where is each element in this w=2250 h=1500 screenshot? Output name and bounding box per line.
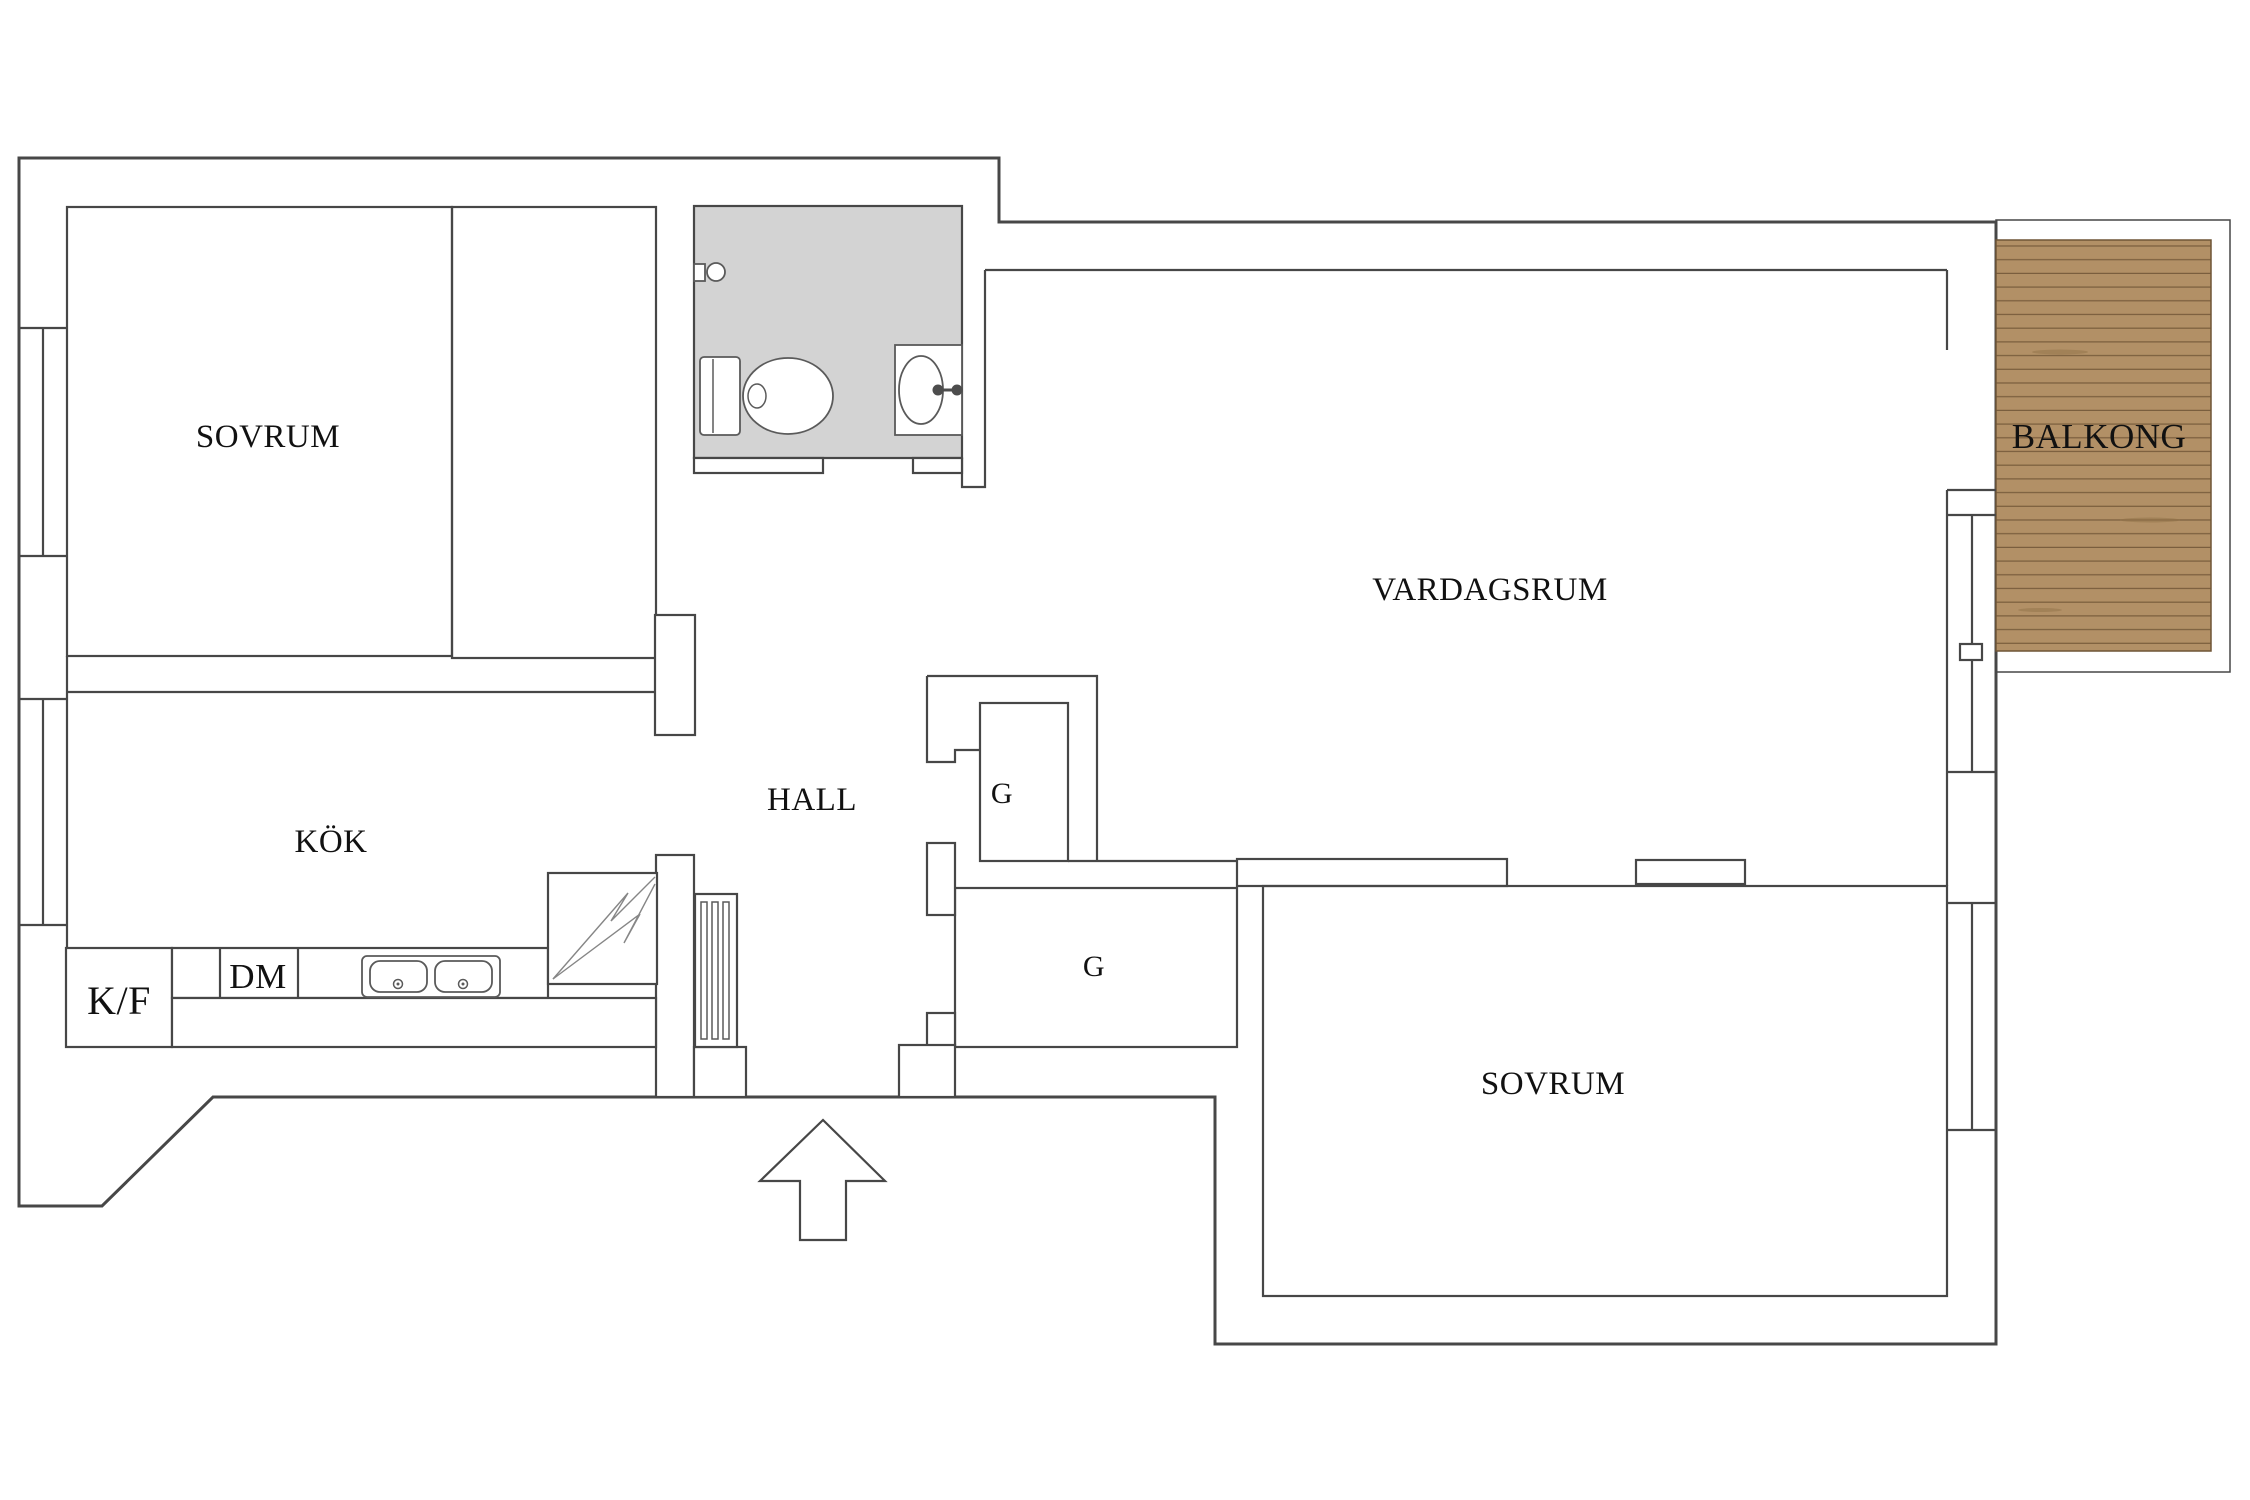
bathroom xyxy=(692,204,964,475)
toilet-bowl xyxy=(742,357,834,435)
divider-bar-east xyxy=(1634,858,1747,886)
room-labels: SOVRUM KÖK HALL G G VARDAGSRUM SOVRUM BA… xyxy=(87,417,2186,1102)
shower-tap-base xyxy=(693,263,706,282)
room-label-sovrum-1: SOVRUM xyxy=(196,419,340,455)
appliance-label-dishwasher: DM xyxy=(229,957,286,996)
sink-drain-right-dot xyxy=(461,982,465,986)
balcony-door-sill xyxy=(1947,488,1996,517)
washbasin-tap-knob xyxy=(932,384,944,396)
divider-bar-west xyxy=(1235,857,1509,888)
shower-tap xyxy=(693,262,726,282)
windows xyxy=(19,326,1996,1132)
closet-lower-door-stub-b xyxy=(925,1011,957,1049)
shaft-niche-outline xyxy=(450,205,658,660)
appliance-label-fridge-freezer: K/F xyxy=(87,978,151,1023)
window-left-kitchen xyxy=(19,697,67,927)
kitchen-sink xyxy=(361,955,501,998)
wood-grain-streak xyxy=(2032,349,2088,355)
washbasin xyxy=(894,344,963,436)
balcony-deck xyxy=(1995,239,2212,652)
closet-lower-door-stub-a xyxy=(925,841,957,917)
sink-bowl-left xyxy=(369,960,428,993)
lightning-bolt-icon xyxy=(552,883,656,980)
wood-grain-streak xyxy=(2018,608,2062,612)
room-label-balkong: BALKONG xyxy=(2012,417,2187,456)
interior-walls xyxy=(65,205,1996,1298)
sink-drain-left-dot xyxy=(396,982,400,986)
entrance xyxy=(757,1118,888,1242)
electrical-panel xyxy=(546,871,659,986)
window-left-bedroom xyxy=(19,326,67,558)
bathroom-right-wall xyxy=(960,270,987,489)
entrance-arrow-icon xyxy=(757,1118,888,1242)
radiator-slat xyxy=(711,901,719,1040)
bathroom-door-stub-left xyxy=(692,456,825,475)
room-label-garderob-upper: G xyxy=(991,777,1013,810)
room-label-sovrum-2: SOVRUM xyxy=(1481,1066,1625,1102)
window-right-bedroom xyxy=(1947,901,1996,1132)
counter-lower-band xyxy=(170,996,658,1049)
room-label-vardagsrum: VARDAGSRUM xyxy=(1372,572,1607,608)
room-label-hall: HALL xyxy=(767,782,857,818)
toilet xyxy=(699,356,834,436)
radiator-body xyxy=(693,892,739,1049)
bathroom-door-stub-right xyxy=(911,456,964,475)
closet-lower-outline xyxy=(953,886,1239,1049)
toilet-tank xyxy=(699,356,741,436)
outer-boundary xyxy=(17,156,1998,1346)
electrical-panel-box xyxy=(546,871,659,986)
washbasin-tap-wall xyxy=(951,384,963,396)
balcony xyxy=(1995,219,2231,673)
room-outline-sovrum-2 xyxy=(1261,884,1949,1298)
sink-bowl-right xyxy=(434,960,493,993)
entrance-wall-right xyxy=(897,1043,957,1099)
closet-upper-inner xyxy=(978,701,1070,863)
room-label-garderob-lower: G xyxy=(1083,950,1105,983)
counter-dividers xyxy=(218,948,300,998)
kitchen-fixtures xyxy=(64,871,739,1049)
closet-upper-step xyxy=(925,676,980,764)
radiator-slat xyxy=(722,901,730,1040)
kitchen-wall-lines xyxy=(65,656,655,948)
sink-drain-left xyxy=(392,978,404,990)
hall-west-wall xyxy=(654,853,696,1099)
lightning-bolt-icon xyxy=(552,876,656,980)
closet-upper-outer xyxy=(927,674,1099,861)
toilet-drain xyxy=(747,383,767,409)
radiator-slat xyxy=(700,901,708,1040)
shower-tap-knob xyxy=(706,262,726,282)
wood-grain-streak xyxy=(2120,517,2180,523)
room-label-kok: KÖK xyxy=(295,824,368,860)
entrance-wall-left xyxy=(692,1045,748,1099)
fridge-freezer xyxy=(64,946,174,1049)
outer-walls xyxy=(17,156,1998,1346)
window-marker xyxy=(1958,642,1984,662)
wall-pier xyxy=(653,613,697,737)
radiator xyxy=(693,892,739,1049)
sink-drain-right xyxy=(457,978,469,990)
